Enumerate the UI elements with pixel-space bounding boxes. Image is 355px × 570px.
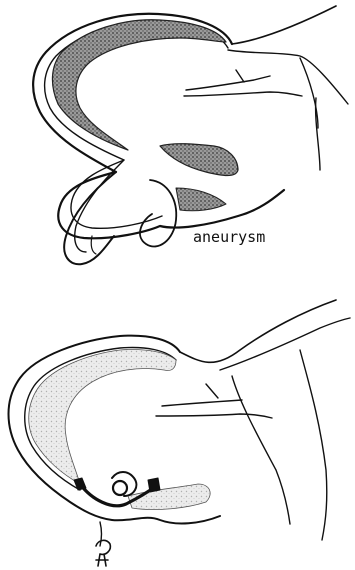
top-branch-upper: [232, 6, 336, 44]
bottom-panel: [9, 300, 351, 566]
lower-clip: [96, 540, 110, 566]
bottom-lumen-shaded: [29, 349, 176, 484]
top-branch-small: [184, 70, 302, 96]
top-lumen-shaded-lower: [160, 144, 238, 176]
aneurysm-label: aneurysm: [193, 228, 265, 246]
clip-ring: [113, 481, 127, 495]
top-panel: [33, 6, 348, 264]
bottom-branch-small: [156, 384, 272, 418]
top-aneurysm-loop: [64, 172, 116, 264]
top-lumen-shaded-upper: [52, 20, 226, 150]
